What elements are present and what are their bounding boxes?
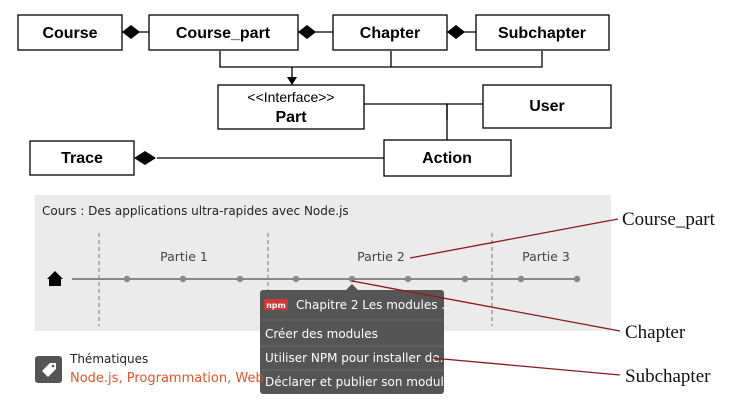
timeline-dot[interactable] xyxy=(179,275,187,283)
timeline-dot[interactable] xyxy=(517,275,525,283)
menu-item-use-npm[interactable]: Utiliser NPM pour installer de... xyxy=(265,351,451,365)
course-title: Cours : Des applications ultra-rapides a… xyxy=(42,204,349,218)
uml-box-user: User xyxy=(482,84,612,129)
generalization-bus-line xyxy=(219,51,543,68)
uml-box-part: <<Interface>> Part xyxy=(217,84,365,130)
link-separator: , xyxy=(118,371,126,386)
part-action-line xyxy=(364,103,448,140)
callout-lines xyxy=(351,218,621,376)
timeline-dot[interactable] xyxy=(404,275,412,283)
npm-badge-text: npm xyxy=(266,301,286,310)
thematiques-title: Thématiques xyxy=(69,352,148,366)
course-label: Course xyxy=(42,25,97,42)
chapter-label: Chapter xyxy=(360,25,420,42)
callout-course-part: Course_part xyxy=(622,209,716,230)
menu-item-publish-module[interactable]: Déclarer et publier son module xyxy=(265,375,451,389)
uml-box-trace: Trace xyxy=(29,140,135,176)
composition-diamond-icon xyxy=(298,25,316,39)
action-label: Action xyxy=(422,150,472,167)
menu-item-create-modules[interactable]: Créer des modules xyxy=(265,327,378,341)
callout-line-chapter xyxy=(351,280,621,332)
chapter-menu: npm Chapitre 2 Les modules ... Créer des… xyxy=(260,284,453,394)
generalization-arrowhead-icon xyxy=(287,77,297,85)
part-3-label: Partie 3 xyxy=(522,249,570,264)
uml-box-course: Course xyxy=(17,14,123,51)
timeline-dot[interactable] xyxy=(348,275,356,283)
user-label: User xyxy=(529,98,565,115)
part-label: Part xyxy=(275,109,307,126)
link-nodejs[interactable]: Node.js xyxy=(70,371,119,386)
timeline-dot[interactable] xyxy=(236,275,244,283)
uml-box-chapter: Chapter xyxy=(332,14,448,51)
part-stereotype: <<Interface>> xyxy=(247,89,334,105)
uml-box-action: Action xyxy=(383,139,512,177)
uml-box-course-part: Course_part xyxy=(148,14,299,51)
timeline-dot[interactable] xyxy=(292,275,300,283)
callout-line-subchapter xyxy=(431,357,621,376)
composition-diamond-icon xyxy=(447,25,465,39)
composition-diamond-icon xyxy=(122,25,140,39)
part-2-label: Partie 2 xyxy=(357,249,405,264)
subchapter-label: Subchapter xyxy=(498,25,586,42)
link-separator: , xyxy=(227,371,235,386)
home-icon[interactable] xyxy=(47,271,63,286)
thematiques-block: Thématiques Node.js, Programmation, Web xyxy=(35,352,264,386)
part-1-label: Partie 1 xyxy=(160,249,208,264)
trace-label: Trace xyxy=(61,150,103,167)
timeline-dot[interactable] xyxy=(123,275,131,283)
link-programmation[interactable]: Programmation xyxy=(127,371,227,386)
thematiques-links: Node.js, Programmation, Web xyxy=(70,371,264,386)
callout-subchapter: Subchapter xyxy=(625,366,711,387)
menu-header[interactable]: Chapitre 2 Les modules ... xyxy=(296,298,453,312)
timeline-dot[interactable] xyxy=(461,275,469,283)
timeline-dot[interactable] xyxy=(573,275,581,283)
callout-chapter: Chapter xyxy=(625,322,686,343)
timeline-dots xyxy=(123,275,581,283)
composition-diamond-icon xyxy=(134,151,156,165)
callout-line-course-part xyxy=(409,218,619,259)
user-action-line xyxy=(446,103,483,120)
npm-badge-icon xyxy=(264,299,288,310)
course-part-label: Course_part xyxy=(176,25,271,42)
link-web[interactable]: Web xyxy=(235,371,263,386)
uml-box-subchapter: Subchapter xyxy=(475,14,610,51)
